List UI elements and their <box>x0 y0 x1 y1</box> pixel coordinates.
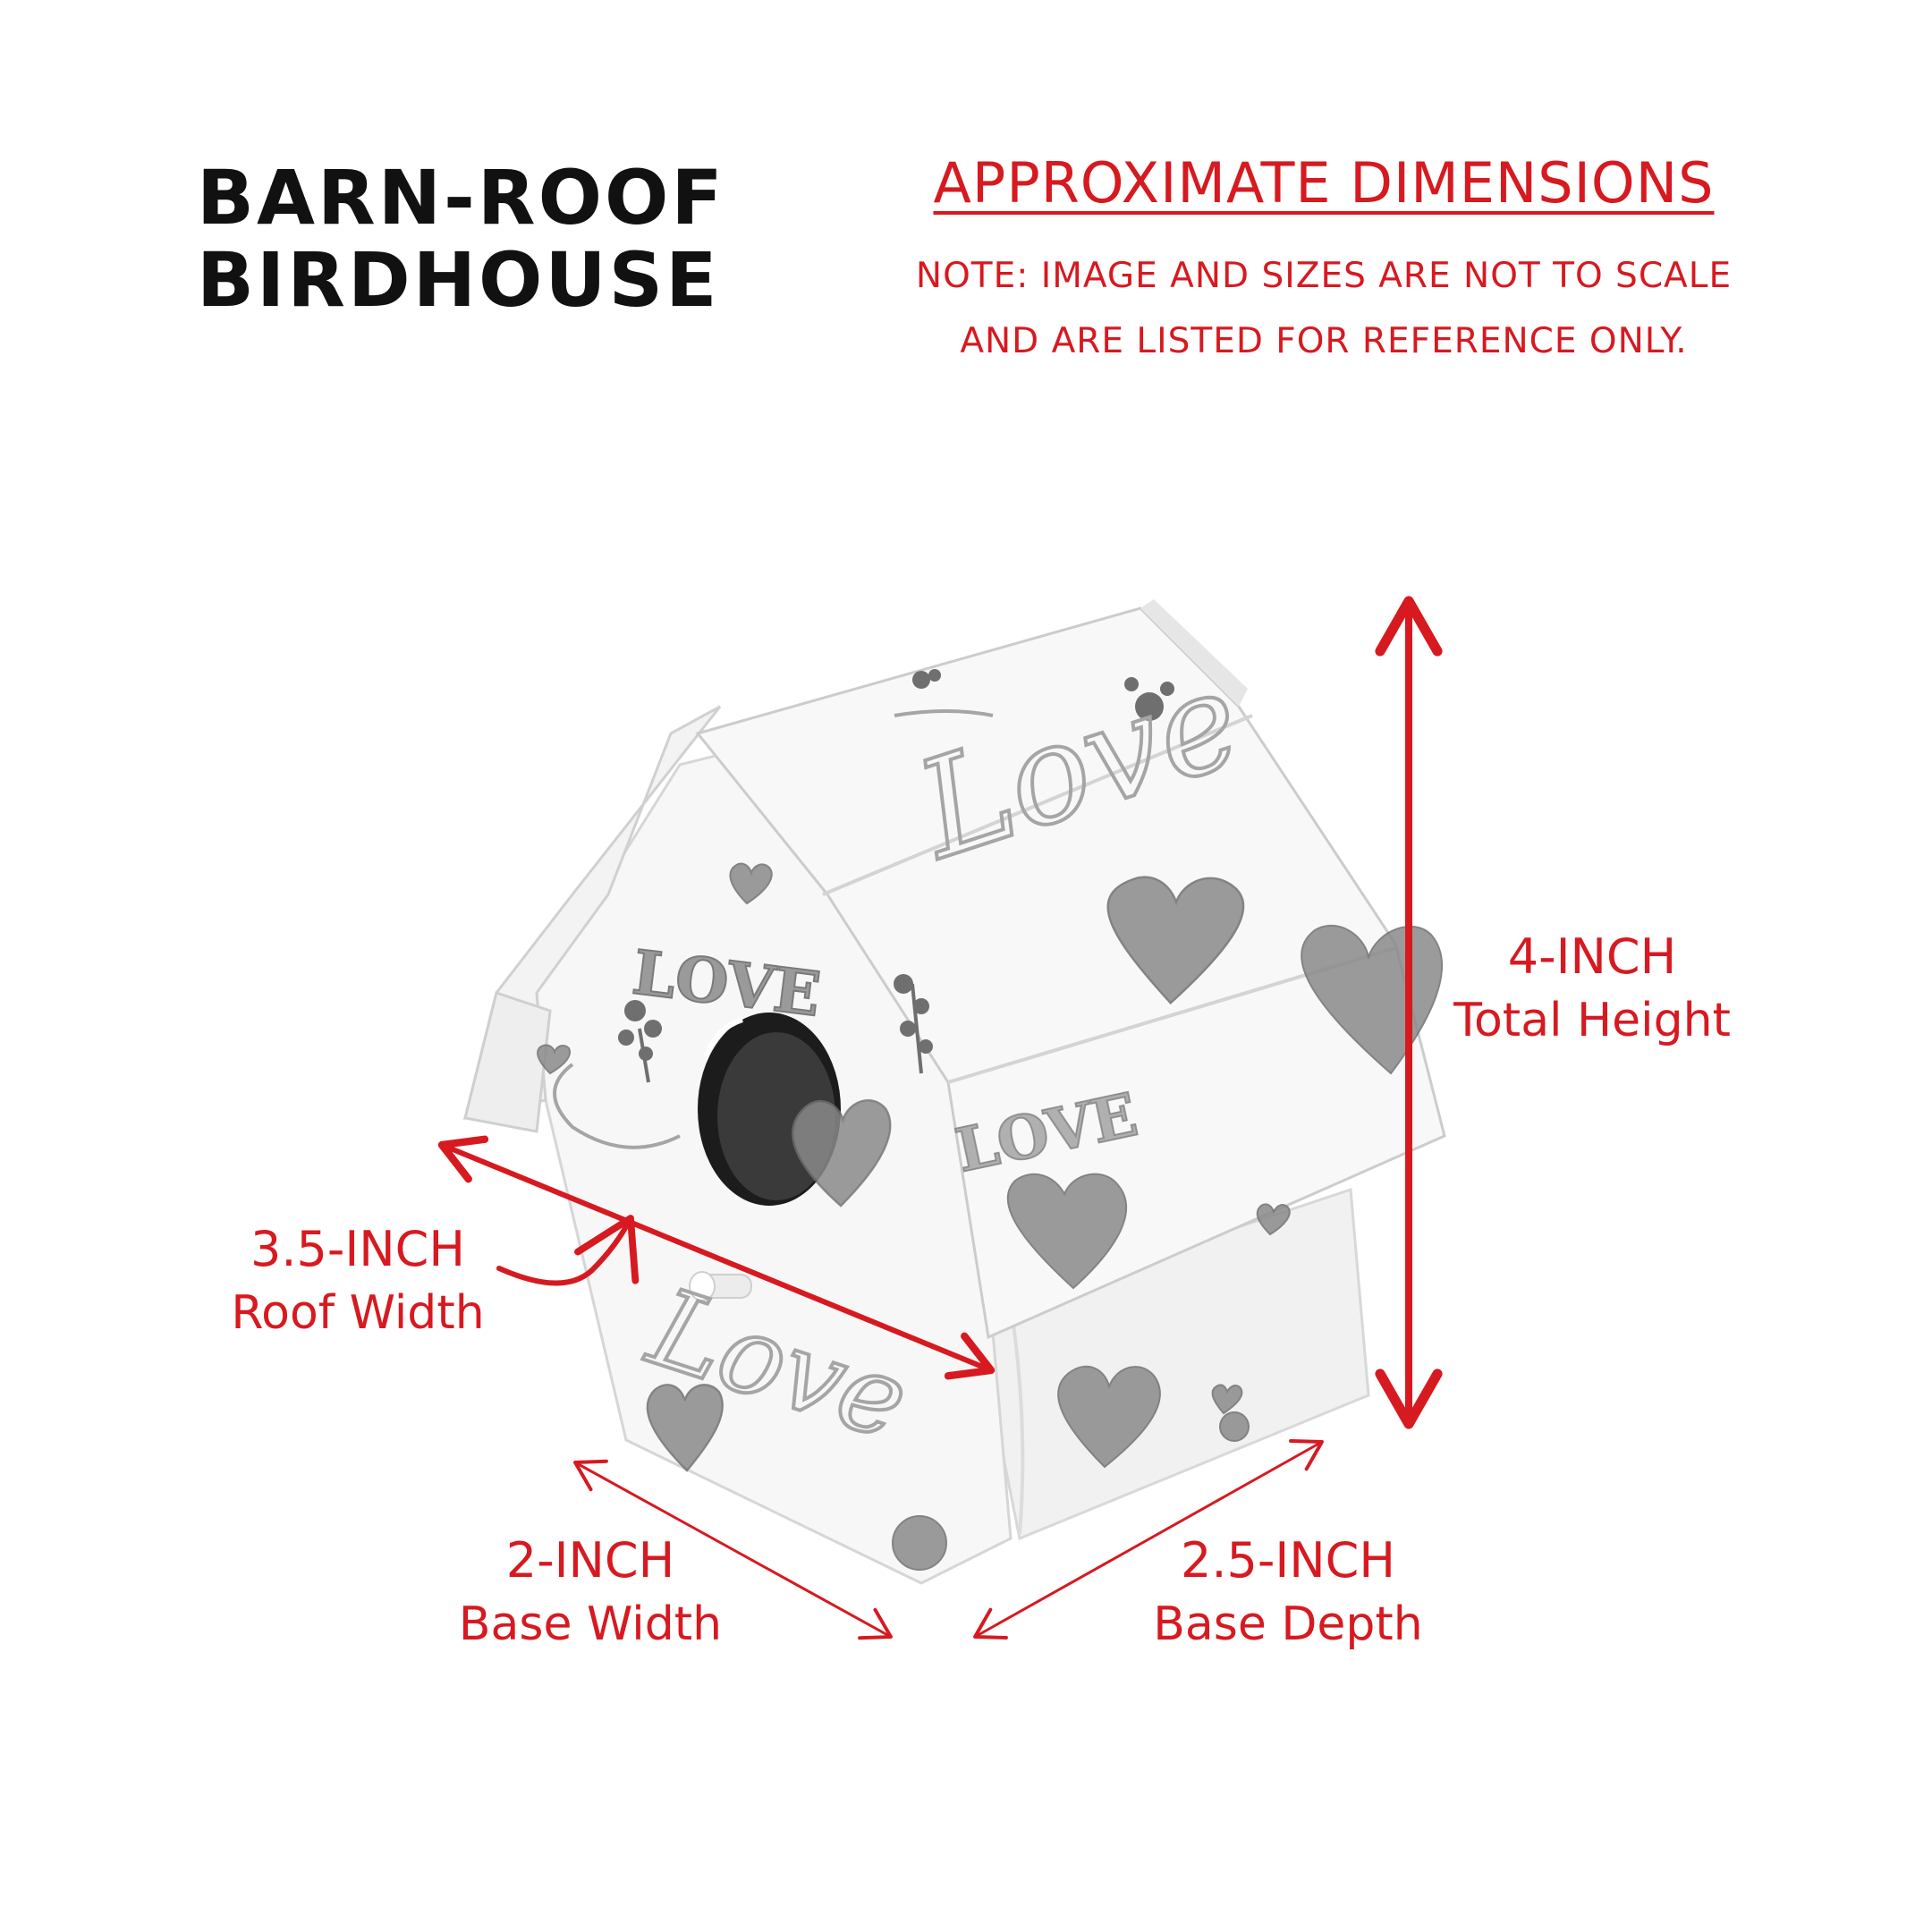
roof-width-value: 3.5-INCH <box>250 1221 465 1277</box>
roof-width-dimension: 3.5-INCH Roof Width <box>206 1218 510 1345</box>
height-dimension: 4-INCH Total Height <box>1413 926 1771 1053</box>
dimensions-heading: APPROXIMATE DIMENSIONS <box>933 150 1715 216</box>
base-depth-dimension: 2.5-INCH Base Depth <box>1127 1530 1449 1657</box>
flower-decorations <box>618 669 1174 1083</box>
roof-width-arrow <box>437 1135 996 1380</box>
base-width-arrow <box>573 1459 893 1640</box>
scale-note: NOTE: IMAGE AND SIZES ARE NOT TO SCALE A… <box>886 243 1762 374</box>
base-width-dimension: 2-INCH Base Width <box>438 1530 742 1657</box>
base-width-value: 2-INCH <box>505 1532 675 1589</box>
scale-note-line-2: AND ARE LISTED FOR REFERENCE ONLY. <box>960 321 1688 361</box>
dimension-arrows <box>437 596 1443 1640</box>
base-depth-label: Base Depth <box>1153 1597 1423 1651</box>
height-value: 4-INCH <box>1507 928 1677 985</box>
product-title: BARN-ROOF BIRDHOUSE <box>197 157 725 321</box>
roof-left <box>462 705 722 1133</box>
base-width-label: Base Width <box>458 1597 723 1651</box>
scale-note-line-1: NOTE: IMAGE AND SIZES ARE NOT TO SCALE <box>915 256 1733 296</box>
base-depth-value: 2.5-INCH <box>1181 1532 1395 1589</box>
height-label: Total Height <box>1453 994 1731 1047</box>
product-title-line-2: BIRDHOUSE <box>197 236 720 324</box>
roof-width-label: Roof Width <box>231 1286 485 1340</box>
product-title-line-1: BARN-ROOF <box>197 154 725 242</box>
roof-label-pointer <box>496 1215 640 1286</box>
base-depth-arrow <box>973 1439 1324 1640</box>
